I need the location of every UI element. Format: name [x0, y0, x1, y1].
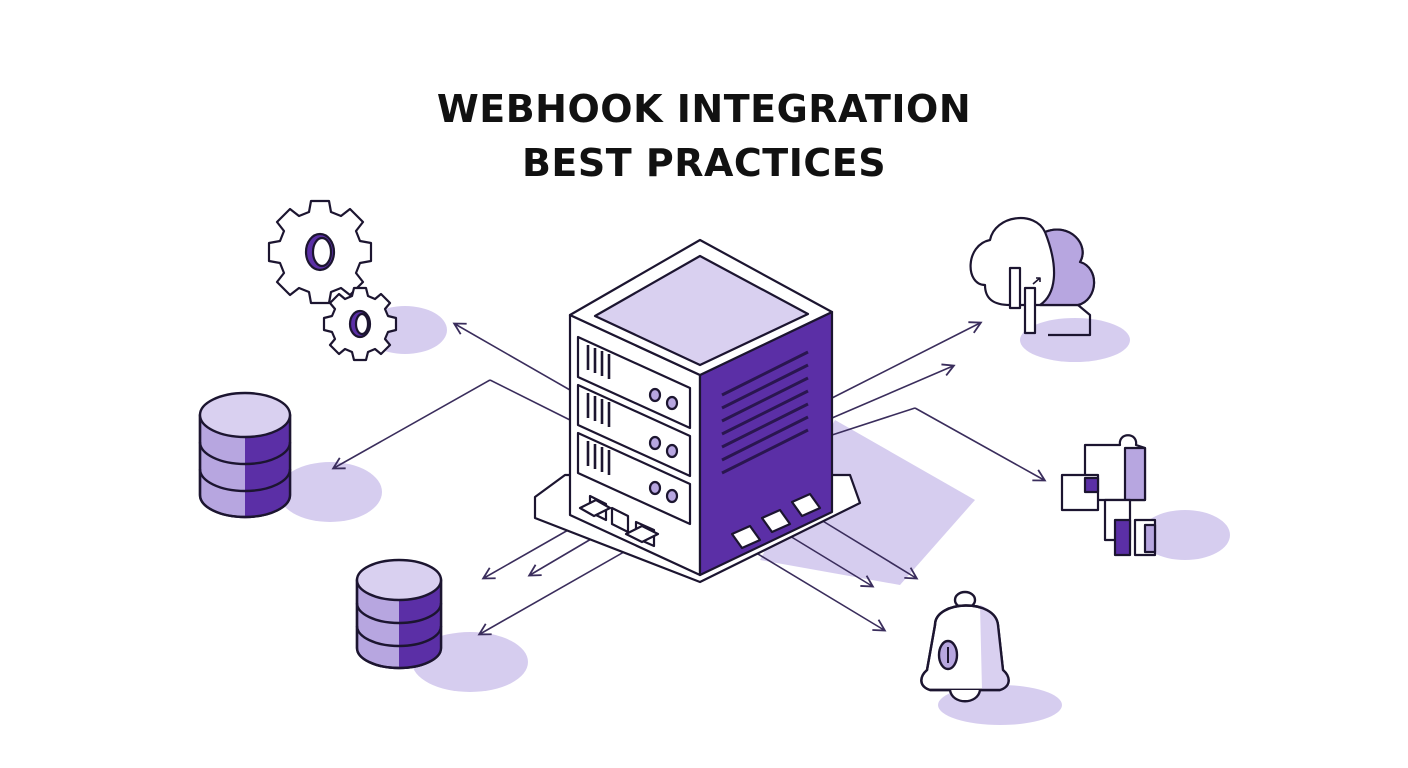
arrow-to-bell — [747, 547, 887, 632]
arrow-to-cloud-2 — [831, 363, 956, 419]
server-rack-unit-1 — [576, 335, 692, 430]
database-icon-top — [198, 391, 292, 519]
server-top-panel — [593, 254, 810, 367]
gears-icon — [267, 199, 398, 362]
server-icon — [533, 238, 862, 584]
puzzle-shadow — [1140, 510, 1230, 560]
arrow-to-database-top — [331, 379, 491, 470]
arrow-to-cloud — [831, 321, 983, 399]
gear-small — [322, 286, 398, 362]
title-line-1: WEBHOOK INTEGRATION — [436, 87, 972, 131]
database-top-shadow — [278, 462, 382, 522]
cloud-shadow — [1020, 318, 1130, 362]
arrow-branch-right — [831, 407, 916, 436]
page-title: WEBHOOK INTEGRATION BEST PRACTICES — [0, 82, 1408, 190]
arrow-branch-up — [489, 379, 571, 421]
server-ports-front — [578, 494, 660, 548]
server-rack-unit-3 — [576, 431, 692, 526]
cloud-icon — [969, 217, 1096, 337]
database-icon-bottom — [355, 558, 443, 670]
arrow-port-right-1 — [807, 511, 919, 580]
gear-large — [267, 199, 373, 305]
arrow-to-gears — [452, 322, 571, 391]
server-ports-side — [730, 492, 822, 550]
arrow-port-right-2 — [779, 529, 875, 588]
connection-arrows — [331, 321, 1047, 636]
server-rack-unit-2 — [576, 383, 692, 478]
arrow-to-puzzle — [914, 407, 1047, 482]
puzzle-icon — [1060, 434, 1157, 557]
bell-icon — [920, 590, 1010, 703]
arrow-to-database-bottom — [477, 539, 646, 636]
server-side-vents — [721, 350, 809, 475]
title-line-2: BEST PRACTICES — [521, 141, 887, 185]
